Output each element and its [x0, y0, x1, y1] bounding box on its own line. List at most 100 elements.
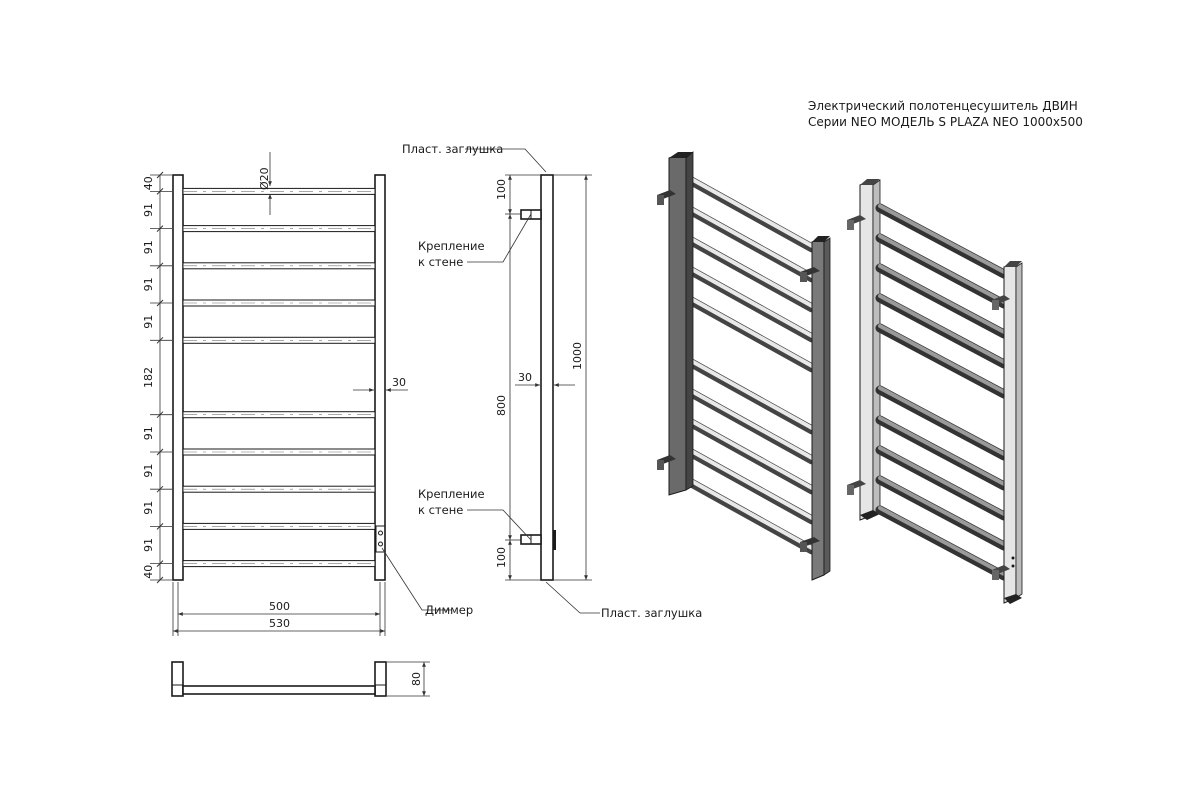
- iso-back-right-post-side: [1015, 262, 1023, 599]
- iso-front-rail-highlight: [684, 294, 814, 368]
- iso-front-right-post-cap: [812, 236, 830, 242]
- front-spacing-label: 91: [142, 315, 155, 329]
- iso-back-left-post-side: [872, 179, 881, 516]
- front-height-slash: [156, 523, 164, 530]
- total-height-label: 1000: [571, 342, 584, 370]
- top-rail: [182, 685, 376, 695]
- mount-top-leader: [467, 213, 532, 263]
- iso-back-left-post-cap: [860, 179, 880, 185]
- iso-back-rail-highlight: [878, 264, 1006, 334]
- front-spacing-label: 40: [142, 176, 155, 190]
- iso-back-rail-highlight: [878, 386, 1006, 456]
- top-left-post: [171, 661, 184, 697]
- mount-bottom-label-line1: Крепление: [418, 487, 485, 501]
- iso-front-rail-highlight: [684, 416, 814, 490]
- side-post-width-label: 30: [518, 371, 532, 384]
- iso-front-mount-bottom-left-face: [657, 460, 664, 470]
- dimmer-box: [375, 525, 386, 553]
- post-width-label: 30: [392, 376, 406, 389]
- front-spacing-label: 91: [142, 426, 155, 440]
- iso-front-mount-top-left-face: [657, 195, 664, 205]
- title-line-1: Электрический полотенцесушитель ДВИН: [808, 99, 1078, 113]
- front-height-slash: [156, 188, 164, 195]
- iso-front-rail-highlight: [684, 356, 814, 430]
- front-height-slash: [156, 225, 164, 232]
- right-post: [374, 174, 386, 581]
- iso-back-dimmer-dot-2-icon: [1011, 564, 1015, 568]
- front-height-slash: [156, 560, 164, 567]
- iso-back-rail-highlight: [878, 416, 1006, 486]
- left-post: [172, 174, 184, 581]
- iso-back-rail-highlight: [878, 506, 1006, 576]
- iso-front-rail-highlight: [684, 476, 814, 550]
- mount-bottom-leader: [467, 509, 532, 541]
- iso-back-rail-highlight: [878, 204, 1006, 274]
- mount-top-label-line2: к стене: [418, 255, 463, 269]
- plug-top-leader: [465, 148, 547, 173]
- top-view: 80: [171, 661, 430, 697]
- front-spacing-label: 91: [142, 464, 155, 478]
- iso-front-rail-highlight: [684, 234, 814, 308]
- mount-offset-top-label: 100: [495, 179, 508, 200]
- tube-diameter-label: Ø20: [258, 167, 271, 190]
- iso-back-right-post-cap: [1004, 261, 1022, 267]
- iso-back-left-post: [859, 179, 874, 521]
- title-line-2: Серии NEO МОДЕЛЬ S PLAZA NEO 1000x500: [808, 115, 1083, 129]
- iso-back-rail-highlight: [878, 234, 1006, 304]
- front-height-slash: [156, 576, 164, 584]
- plug-bottom-label: Пласт. заглушка: [601, 606, 702, 620]
- front-spacing-label: 182: [142, 367, 155, 388]
- isometric-view-back: [847, 179, 1023, 604]
- mount-offset-bottom-label: 100: [495, 547, 508, 568]
- iso-back-mount-top-left-face: [847, 220, 854, 230]
- front-spacing-label: 91: [142, 277, 155, 291]
- outer-width-label: 530: [269, 617, 290, 630]
- iso-back-rails: [875, 203, 1009, 581]
- iso-back-right-post: [1003, 262, 1017, 604]
- iso-front-rail-highlight: [684, 386, 814, 460]
- mount-bottom-label-line2: к стене: [418, 503, 463, 517]
- plug-top-label: Пласт. заглушка: [402, 142, 503, 156]
- front-height-slash: [156, 299, 164, 307]
- front-rails: [182, 187, 376, 568]
- iso-front-rail-highlight: [684, 264, 814, 338]
- iso-back-mount-bottom-left-face: [847, 485, 854, 495]
- iso-front-right-post: [811, 237, 825, 581]
- front-height-slash: [156, 485, 164, 493]
- mount-top-label-line1: Крепление: [418, 239, 485, 253]
- iso-front-mount-top-right-face: [800, 272, 807, 282]
- iso-back-mount-top-right-face: [992, 300, 999, 310]
- drawing-title: Электрический полотенцесушитель ДВИН Сер…: [808, 99, 1083, 129]
- front-height-slash: [156, 336, 164, 344]
- iso-front-left-post-side: [685, 151, 694, 491]
- front-height-slash: [156, 411, 164, 419]
- iso-back-rail-highlight: [878, 324, 1006, 394]
- iso-front-rail-highlight: [684, 174, 814, 248]
- dimmer-leader: [381, 547, 452, 611]
- dimmer-label: Диммер: [425, 603, 473, 617]
- iso-front-mount-bottom-right-face: [800, 542, 807, 552]
- iso-front-left-post-cap: [669, 152, 693, 158]
- inner-width-label: 500: [269, 600, 290, 613]
- iso-front-rails: [681, 173, 817, 555]
- front-height-slash: [156, 448, 164, 456]
- iso-front-rail-highlight: [684, 204, 814, 278]
- isometric-view-front: [657, 151, 831, 581]
- front-height-slash: [156, 171, 164, 179]
- iso-back-left-post-foot: [860, 510, 880, 520]
- iso-front-right-post-side: [823, 237, 831, 576]
- mount-span-label: 800: [495, 395, 508, 416]
- front-height-slash: [156, 262, 164, 270]
- side-dimmer-tab: [553, 530, 556, 550]
- side-post: [540, 174, 554, 581]
- depth-label: 80: [410, 672, 423, 686]
- front-spacing-label: 40: [142, 565, 155, 579]
- dimmer-knob-icon: [378, 530, 383, 536]
- iso-back-mount-bottom-right-face: [992, 570, 999, 580]
- iso-back-rail-highlight: [878, 476, 1006, 546]
- iso-back-rail-highlight: [878, 446, 1006, 516]
- iso-front-left-post: [668, 152, 687, 496]
